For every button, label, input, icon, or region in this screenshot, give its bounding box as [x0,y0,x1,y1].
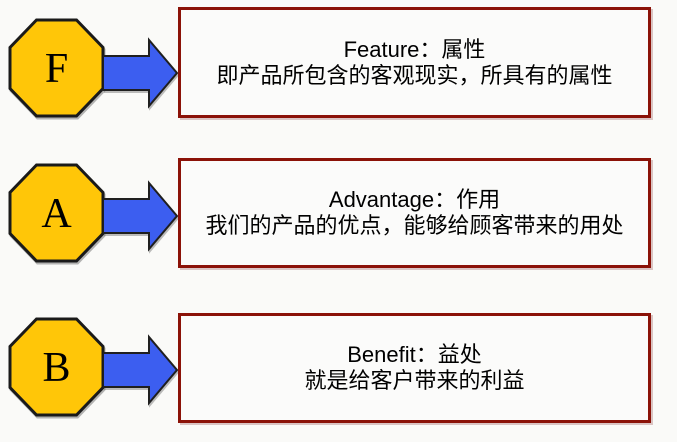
octagon-shape-b: B [8,317,105,417]
feature-box: Feature：属性 即产品所包含的客观现实，所具有的属性 [178,7,651,118]
arrow-right-icon [103,334,179,406]
feature-title: Feature：属性 [343,36,486,62]
octagon-f-svg [8,18,105,118]
feature-description: 即产品所包含的客观现实，所具有的属性 [216,62,613,88]
octagon-letter-b: B [42,345,71,391]
benefit-box: Benefit：益处 就是给客户带来的利益 [178,313,651,423]
benefit-title: Benefit：益处 [347,342,482,367]
arrow-right-icon [103,37,179,109]
advantage-box: Advantage：作用 我们的产品的优点，能够给顾客带来的用处 [178,158,651,268]
advantage-description: 我们的产品的优点，能够给顾客带来的用处 [205,213,624,238]
arrow-right-icon [103,180,179,252]
octagon-letter-f: F [44,46,69,92]
octagon-b-svg [8,317,105,417]
octagon-shape-f: F [8,18,105,118]
benefit-description: 就是给客户带来的利益 [304,368,525,393]
octagon-shape-a: A [8,163,105,263]
octagon-letter-a: A [41,191,72,237]
advantage-title: Advantage：作用 [328,187,501,212]
octagon-a-svg [8,163,105,263]
